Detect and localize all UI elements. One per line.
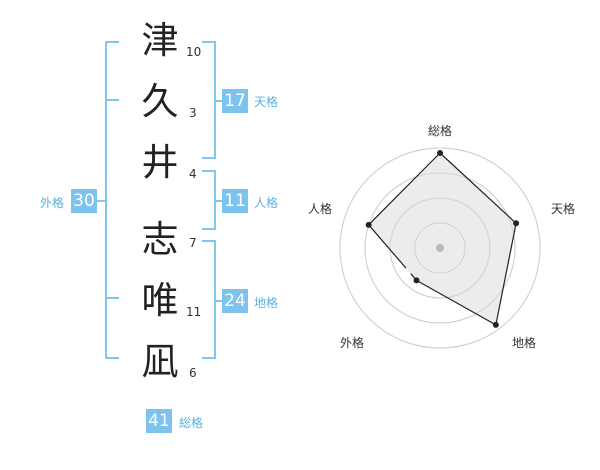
chikaku-connector bbox=[216, 300, 222, 302]
radar-axis-label-2: 地格 bbox=[512, 335, 536, 350]
gaikaku-label: 外格 bbox=[40, 196, 65, 210]
radar-point-4 bbox=[365, 221, 372, 228]
stroke-count-1: 10 bbox=[186, 45, 202, 59]
radar-ring-overlay-4 bbox=[339, 147, 541, 349]
jinkaku-value-badge: 11 bbox=[222, 189, 248, 213]
soukaku-value-badge: 41 bbox=[146, 409, 172, 433]
stroke-count-2: 3 bbox=[189, 106, 197, 120]
kanji-5: 唯 bbox=[141, 279, 179, 322]
jinkaku-bracket bbox=[202, 170, 216, 230]
radar-point-2 bbox=[492, 321, 499, 328]
kanji-6: 凪 bbox=[141, 340, 179, 383]
kanji-4: 志 bbox=[141, 218, 179, 261]
gaikaku-bracket-tick-2 bbox=[105, 297, 119, 299]
tenkaku-value-badge: 17 bbox=[222, 89, 248, 113]
tenkaku-label: 天格 bbox=[254, 95, 279, 109]
radar-point-0 bbox=[437, 150, 443, 156]
gaikaku-bracket bbox=[105, 41, 119, 359]
radar-edge-1 bbox=[495, 223, 517, 325]
radar-ring-overlay-2 bbox=[389, 197, 491, 299]
stroke-count-6: 6 bbox=[189, 366, 197, 380]
jinkaku-connector bbox=[216, 200, 222, 202]
stroke-count-5: 11 bbox=[186, 305, 202, 319]
radar-center bbox=[436, 244, 444, 252]
tenkaku-bracket bbox=[202, 41, 216, 159]
chikaku-value-badge: 24 bbox=[222, 289, 248, 313]
radar-area bbox=[368, 153, 517, 325]
radar-point-1 bbox=[513, 220, 520, 227]
chikaku-bracket bbox=[202, 240, 216, 359]
radar-edge-0 bbox=[439, 152, 517, 224]
radar-edge-4 bbox=[368, 152, 441, 226]
radar-axis-label-1: 天格 bbox=[551, 201, 575, 216]
tenkaku-connector bbox=[216, 100, 222, 102]
radar-ring-overlay-1 bbox=[414, 222, 466, 274]
gaikaku-connector bbox=[97, 200, 105, 202]
radar-ring-overlay-3 bbox=[364, 172, 516, 324]
radar-point-3 bbox=[413, 277, 420, 284]
chikaku-label: 地格 bbox=[254, 296, 279, 310]
radar-axis-label-3: 外格 bbox=[340, 335, 364, 350]
kanji-2: 久 bbox=[141, 80, 179, 123]
kanji-1: 津 bbox=[141, 19, 179, 62]
radar-axis-label-0: 総格 bbox=[428, 123, 452, 138]
kanji-3: 井 bbox=[141, 141, 179, 184]
jinkaku-label: 人格 bbox=[254, 196, 279, 210]
stroke-count-3: 4 bbox=[189, 167, 197, 181]
radar-axis-label-4: 人格 bbox=[308, 201, 332, 216]
radar-edge-2 bbox=[416, 279, 497, 326]
gaikaku-value-badge: 30 bbox=[71, 189, 97, 213]
gaikaku-bracket-tick-1 bbox=[105, 99, 119, 101]
radar-edge-3b bbox=[368, 224, 407, 269]
soukaku-label: 総格 bbox=[179, 416, 204, 430]
stroke-count-4: 7 bbox=[189, 236, 197, 250]
